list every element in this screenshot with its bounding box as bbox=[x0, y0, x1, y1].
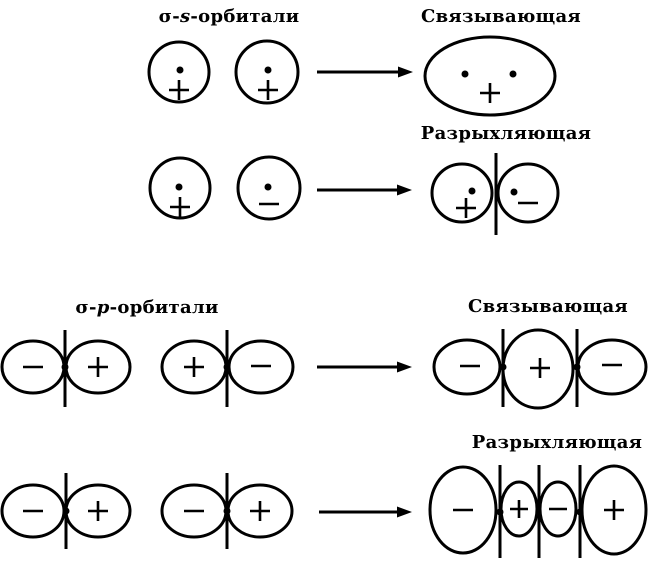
nucleus-dot bbox=[510, 188, 518, 196]
nucleus-dot bbox=[223, 507, 231, 515]
nucleus-dot bbox=[468, 187, 476, 195]
label-part: σ- bbox=[158, 6, 180, 27]
plus-sign bbox=[170, 197, 190, 217]
nucleus-dot bbox=[576, 508, 584, 516]
nucleus-dot bbox=[573, 363, 581, 371]
plus-sign bbox=[250, 501, 270, 521]
plus-sign bbox=[604, 500, 624, 520]
nucleus-dot bbox=[264, 66, 272, 74]
antibonding-label-s: Разрыхляющая bbox=[420, 123, 592, 144]
nucleus-dot bbox=[496, 508, 504, 516]
nucleus-dot bbox=[461, 70, 469, 78]
label-part: -орбитали bbox=[190, 6, 300, 27]
plus-sign bbox=[530, 358, 550, 378]
arrow-head-icon bbox=[397, 184, 412, 196]
plus-sign bbox=[258, 80, 278, 100]
label-part: σ- bbox=[75, 297, 97, 318]
nucleus-dot bbox=[62, 507, 70, 515]
plus-sign bbox=[169, 80, 189, 100]
nucleus-dot bbox=[175, 183, 183, 191]
plus-sign bbox=[456, 198, 476, 218]
arrow-head-icon bbox=[397, 506, 412, 518]
nucleus-dot bbox=[499, 363, 507, 371]
sigma-s-antibonding-lobe-right bbox=[496, 162, 560, 224]
plus-sign bbox=[480, 83, 500, 103]
sigma-p-orbitals-label: σ-p-орбитали bbox=[75, 298, 218, 318]
antibonding-label-p: Разрыхляющая bbox=[471, 432, 643, 453]
plus-sign bbox=[88, 357, 108, 377]
arrow-head-icon bbox=[397, 361, 412, 373]
arrow-head-icon bbox=[398, 66, 413, 78]
nucleus-dot bbox=[223, 363, 231, 371]
sigma-s-bonding-mo bbox=[423, 35, 557, 117]
nucleus-dot bbox=[176, 66, 184, 74]
label-part: -орбитали bbox=[109, 297, 219, 318]
label-part-italic: s bbox=[179, 6, 191, 27]
sigma-p-bonding-lobe-right bbox=[576, 338, 648, 396]
plus-sign bbox=[184, 357, 204, 377]
sigma-s-antibonding-lobe-left bbox=[430, 162, 494, 224]
plus-sign bbox=[510, 500, 528, 518]
sigma-s-orbitals-label: σ-s-орбитали bbox=[159, 7, 300, 27]
nucleus-dot bbox=[264, 183, 272, 191]
bonding-label-s: Связывающая bbox=[420, 6, 582, 27]
nucleus-dot bbox=[61, 363, 69, 371]
nucleus-dot bbox=[509, 70, 517, 78]
bonding-label-p: Связывающая bbox=[467, 296, 629, 317]
plus-sign bbox=[88, 501, 108, 521]
label-part-italic: p bbox=[96, 297, 110, 318]
